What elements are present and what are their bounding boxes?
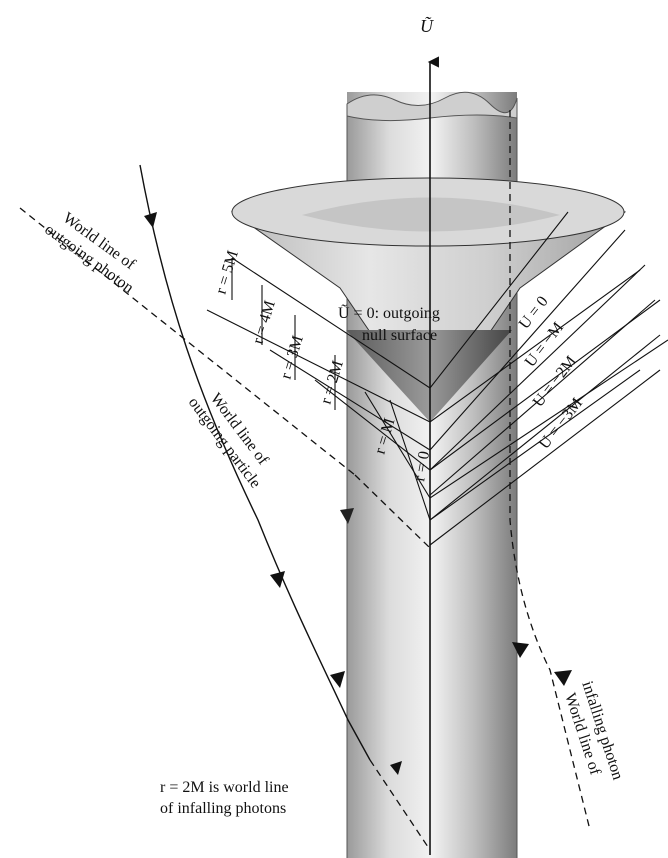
horizon-note-2: of infalling photons	[160, 800, 286, 817]
null-surface-label-1: Ũ = 0: outgoing	[338, 304, 440, 322]
labels: World line of outgoing photon World line…	[41, 205, 626, 817]
infalling-arrow-2	[554, 670, 572, 686]
axis-label: Ũ	[420, 16, 434, 36]
u-label-0: U = 0	[516, 293, 552, 332]
radius-label-4m: r = 4M	[250, 299, 279, 347]
horizon-note-1: r = 2M is world line	[160, 779, 289, 796]
particle-arrow-1	[144, 212, 157, 228]
null-surface-label-2: null surface	[362, 327, 437, 344]
radius-label-5m: r = 5M	[213, 249, 242, 297]
